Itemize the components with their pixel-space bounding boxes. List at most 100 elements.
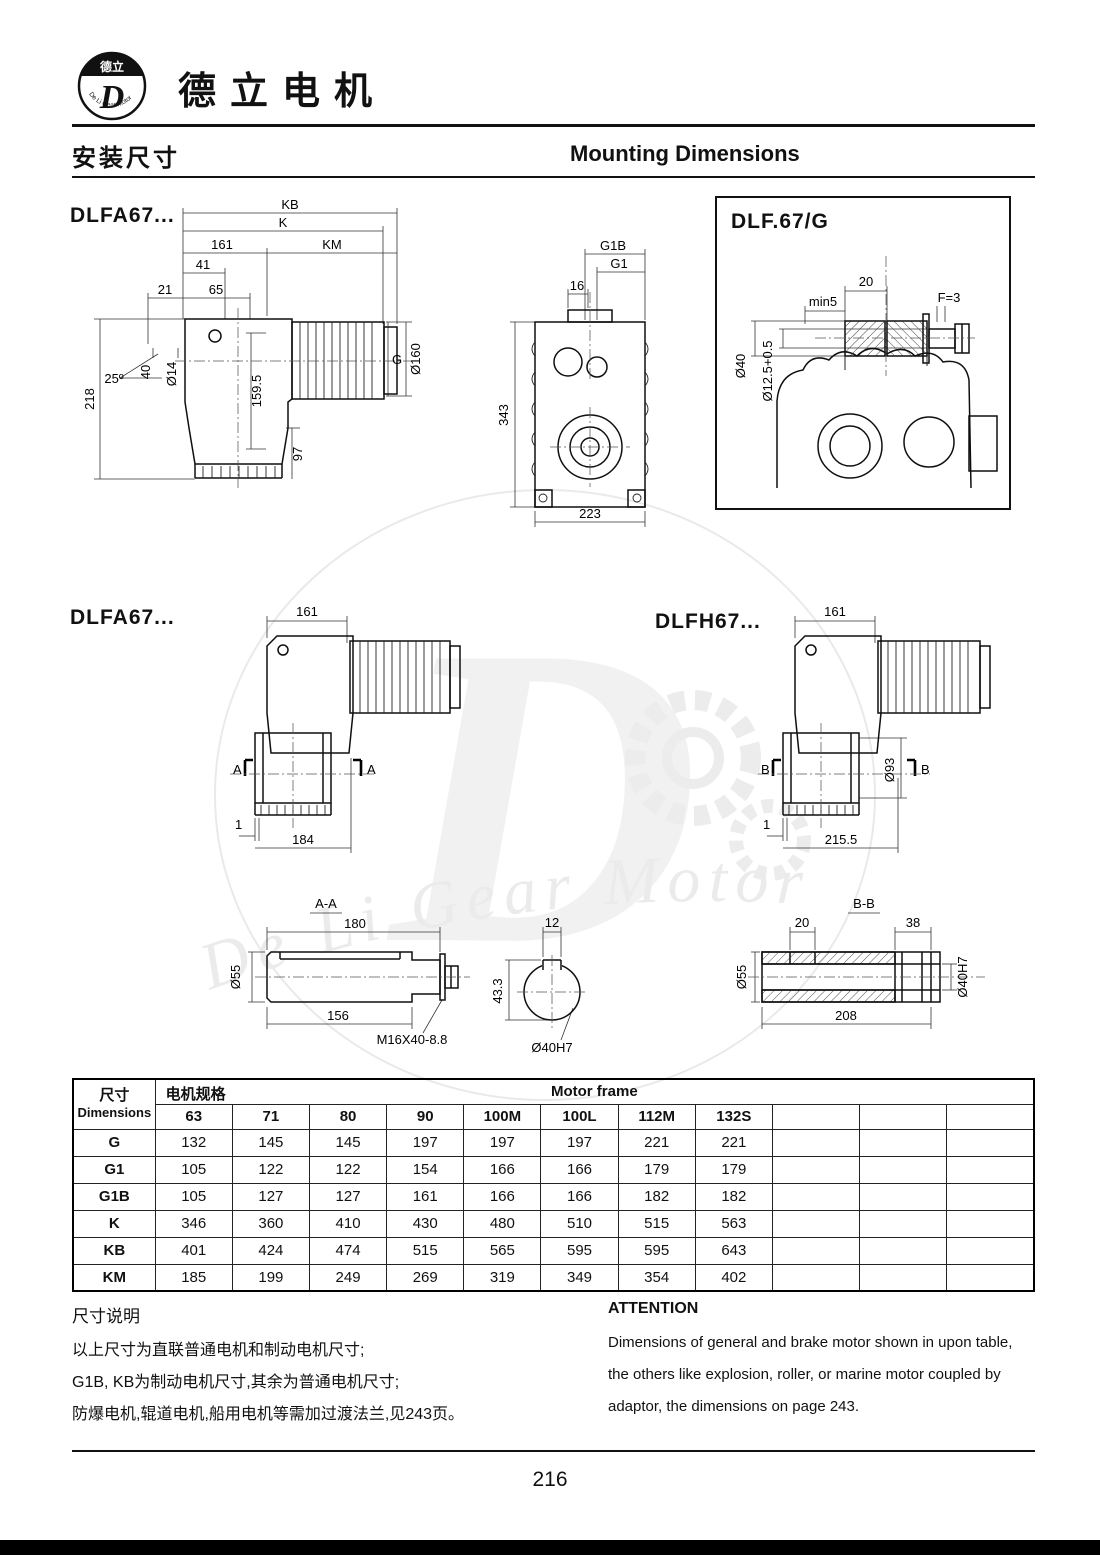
- dim-208: 208: [835, 1008, 857, 1023]
- table-cell: 179: [617, 1155, 696, 1184]
- dim-156: 156: [327, 1008, 349, 1023]
- dim-12: 12: [545, 915, 559, 930]
- table-cell: [859, 1155, 948, 1184]
- table-cell: 122: [308, 1155, 388, 1184]
- dim-f3: F=3: [938, 290, 961, 305]
- notes-zh-line: 防爆电机,辊道电机,船用电机等需加过渡法兰,见243页。: [72, 1406, 465, 1423]
- row-label: G: [72, 1128, 156, 1157]
- table-cell: 122: [231, 1155, 310, 1184]
- notes-en-line: adaptor, the dimensions on page 243.: [608, 1398, 860, 1415]
- table-header-cell: 尺寸 Dimensions: [72, 1078, 156, 1130]
- dim-header-en: Dimensions: [77, 1105, 152, 1121]
- dim-o160: Ø160: [408, 343, 423, 375]
- dim-kb: KB: [281, 197, 298, 212]
- table-cell: [771, 1103, 861, 1130]
- watermark-gear-small-icon: [729, 799, 811, 881]
- drawing-dlf67g-detail: 20 min5 F=3 Ø40 Ø12.5+0.5: [733, 256, 998, 489]
- table-cell: 595: [617, 1236, 696, 1265]
- table-cell: 127: [231, 1182, 310, 1211]
- title-rule: [72, 176, 1035, 178]
- dim-161: 161: [211, 237, 233, 252]
- dim-g1: G1: [610, 256, 627, 271]
- table-cell: 515: [617, 1209, 696, 1238]
- dim-161: 161: [824, 604, 846, 619]
- table-cell: [859, 1263, 948, 1292]
- section-aa-shaft: A-A 180 Ø55 156 M16X40-8.8: [228, 896, 470, 1047]
- dim-o40: Ø40: [733, 354, 748, 379]
- table-cell: 166: [540, 1182, 619, 1211]
- label-dlfh67: DLFH67...: [655, 610, 761, 633]
- dim-16: 16: [570, 278, 584, 293]
- dim-k: K: [279, 215, 288, 230]
- table-cell: [771, 1209, 861, 1238]
- section-mark-b-left: B: [761, 762, 770, 777]
- dim-o40h7: Ø40H7: [955, 956, 970, 997]
- table-cell: 510: [540, 1209, 619, 1238]
- section-bore-keyway: 12 43.3 Ø40H7: [490, 915, 587, 1055]
- table-cell: 145: [308, 1128, 388, 1157]
- dim-65: 65: [209, 282, 223, 297]
- motor-frame-row: 63 71 80 90 100M 100L 112M 132S: [73, 1103, 1035, 1130]
- dlf67g-panel: [715, 196, 1011, 510]
- table-cell: [771, 1128, 861, 1157]
- table-cell: 197: [386, 1128, 465, 1157]
- dim-343: 343: [496, 404, 511, 426]
- dim-215-5: 215.5: [825, 832, 858, 847]
- table-row: K 346 360 410 430 480 510 515 563: [72, 1209, 1035, 1238]
- dim-o40h7: Ø40H7: [531, 1040, 572, 1055]
- table-cell: [946, 1236, 1035, 1265]
- table-cell: 112M: [617, 1103, 696, 1130]
- table-cell: 127: [308, 1182, 388, 1211]
- dim-21: 21: [158, 282, 172, 297]
- table-cell: [946, 1209, 1035, 1238]
- drawing-dlfa67-side-view: KB K 161 KM 41 21 65 25º 40 Ø14 218 159.…: [82, 197, 423, 488]
- dim-97: 97: [290, 447, 305, 461]
- dim-25deg: 25º: [104, 371, 123, 386]
- dim-218: 218: [82, 388, 97, 410]
- notes-en-line: Dimensions of general and brake motor sh…: [608, 1334, 1013, 1351]
- table-cell: [859, 1103, 948, 1130]
- table-cell: 132: [154, 1128, 233, 1157]
- section-aa-label: A-A: [315, 896, 337, 911]
- row-label: KB: [72, 1236, 156, 1265]
- table-cell: 161: [386, 1182, 465, 1211]
- mounting-dimensions-table: 尺寸 Dimensions 电机规格 Motor frame 63 71 80 …: [72, 1078, 1035, 1292]
- table-cell: 430: [386, 1209, 465, 1238]
- dim-g: G: [392, 352, 402, 367]
- row-label: G1: [72, 1155, 156, 1184]
- motor-header-en: Motor frame: [550, 1083, 638, 1101]
- dim-38: 38: [906, 915, 920, 930]
- table-cell: 166: [463, 1155, 542, 1184]
- dim-min5: min5: [809, 294, 837, 309]
- table-cell: 354: [617, 1263, 696, 1292]
- table-cell: [771, 1182, 861, 1211]
- dim-40: 40: [138, 365, 153, 379]
- page-title-zh: 安装尺寸: [72, 145, 180, 172]
- dim-184: 184: [292, 832, 314, 847]
- table-cell: 319: [463, 1263, 542, 1292]
- row-label: G1B: [72, 1182, 156, 1211]
- dim-159-5: 159.5: [249, 375, 264, 408]
- dim-1: 1: [763, 817, 770, 832]
- table-cell: 563: [694, 1209, 773, 1238]
- table-cell: [859, 1128, 948, 1157]
- table-cell: 179: [694, 1155, 773, 1184]
- motor-header-zh: 电机规格: [165, 1086, 226, 1103]
- dim-o14: Ø14: [164, 362, 179, 387]
- company-name: 德立电机: [178, 71, 387, 113]
- table-cell: 145: [231, 1128, 310, 1157]
- dim-223: 223: [579, 506, 601, 521]
- table-cell: 402: [694, 1263, 773, 1292]
- header-rule: [72, 124, 1035, 127]
- table-cell: 185: [154, 1263, 233, 1292]
- table-header-cell: 电机规格 Motor frame: [154, 1078, 1035, 1105]
- table-cell: [946, 1103, 1035, 1130]
- row-label: KM: [72, 1263, 156, 1292]
- table-cell: [859, 1182, 948, 1211]
- table-cell: 565: [463, 1236, 542, 1265]
- table-cell: 410: [308, 1209, 388, 1238]
- section-bb-hollow-shaft: B-B 20 38 Ø55 208 Ø40H7: [734, 896, 985, 1029]
- table-cell: 269: [386, 1263, 465, 1292]
